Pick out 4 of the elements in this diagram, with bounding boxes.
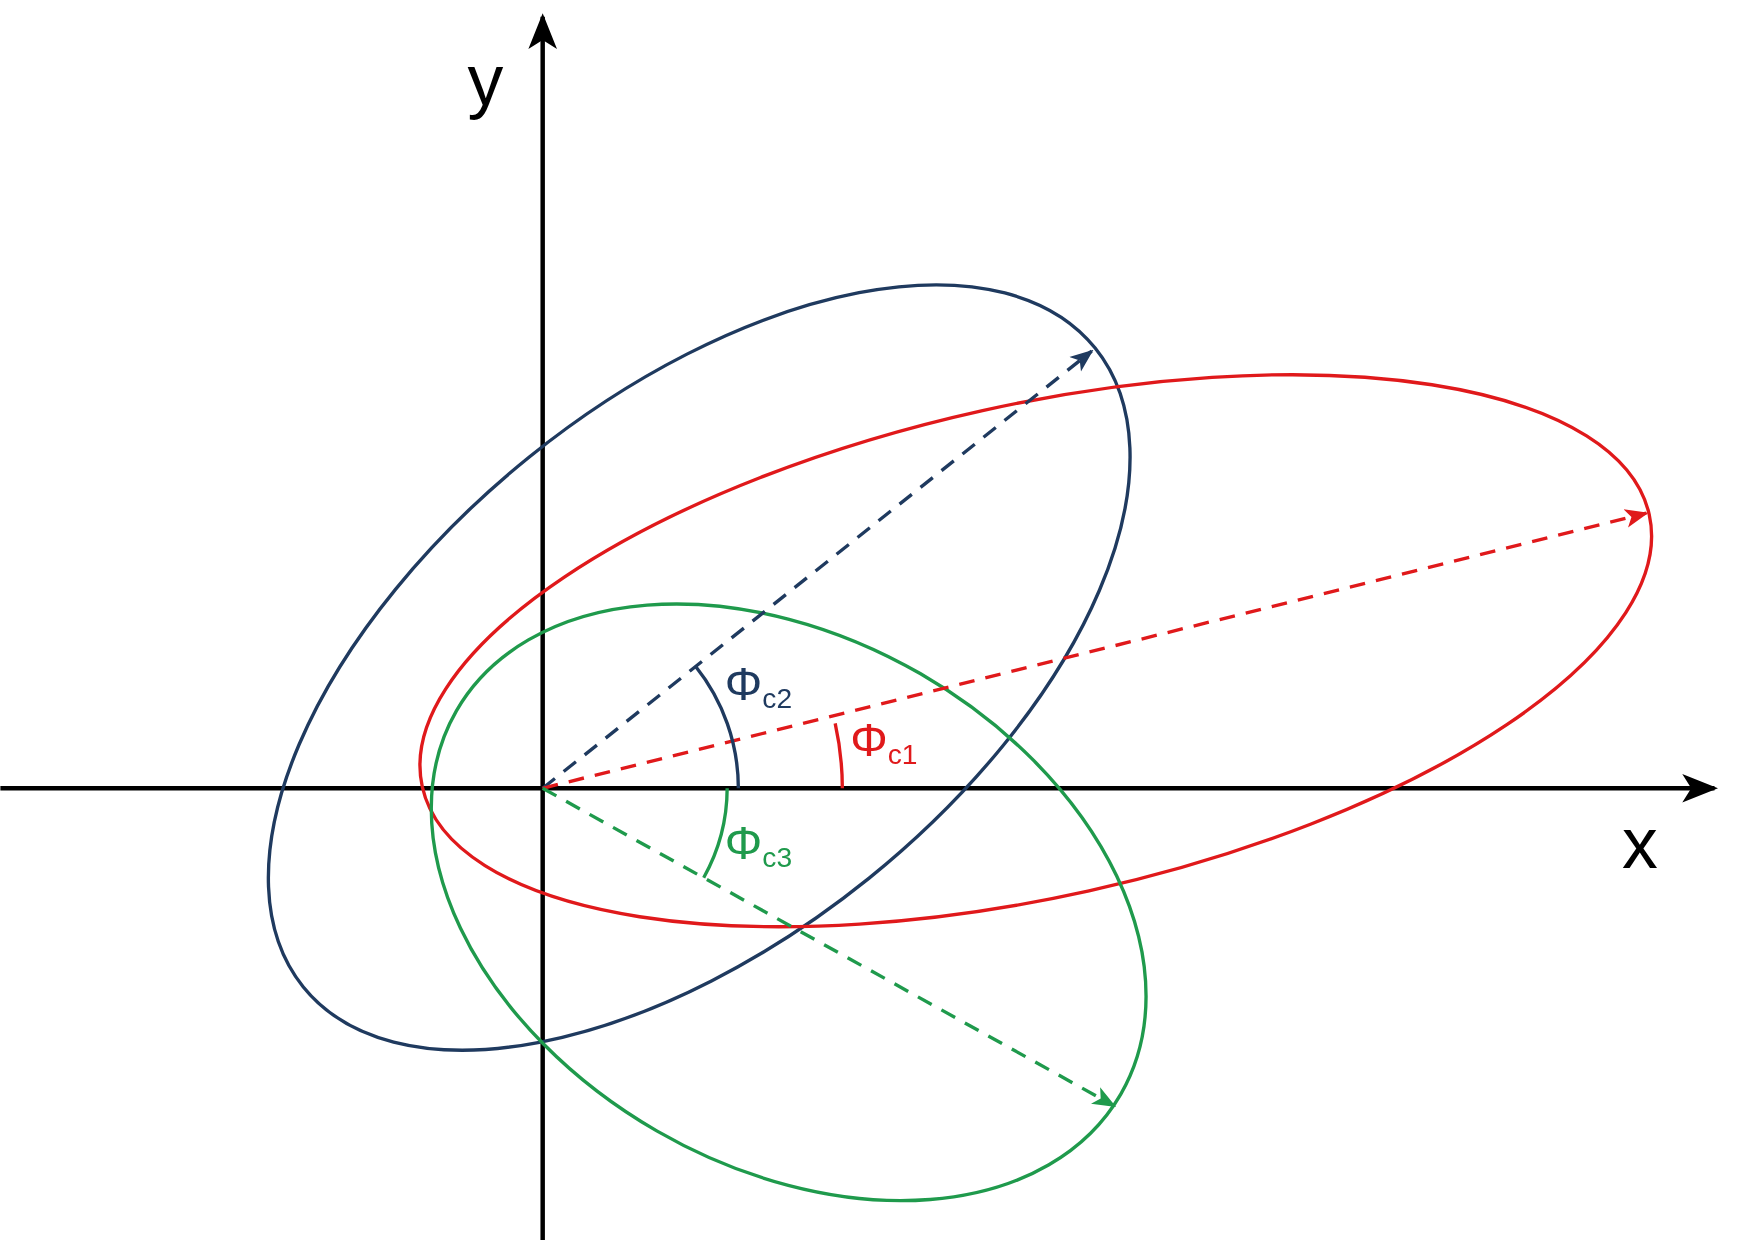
angle-label: Φ$_{c3}$ — [724, 818, 793, 872]
axis-label: x — [1622, 807, 1658, 880]
angle-label: Φ$_{c1}$ — [850, 715, 918, 769]
angle-label: Φ$_{c2}$ — [724, 660, 793, 713]
